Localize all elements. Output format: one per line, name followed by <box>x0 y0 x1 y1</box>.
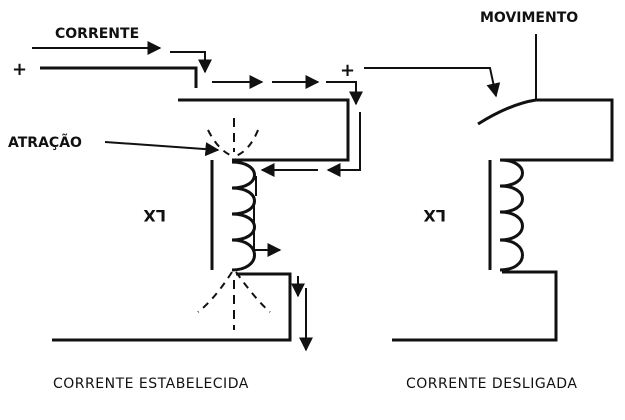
current-label: CORRENTE <box>55 26 139 42</box>
left-frame-wire <box>52 272 292 342</box>
left-supply-wire <box>40 66 198 88</box>
left-coil-label: LX <box>143 206 166 225</box>
left-armature <box>178 98 350 162</box>
left-relay-panel: CORRENTE + ATRAÇÃO LX <box>8 26 363 392</box>
left-plus-sign: + <box>12 59 27 80</box>
motion-label: MOVIMENTO <box>480 10 578 26</box>
right-coil-label: LX <box>423 206 446 225</box>
current-exit-arrow <box>253 196 282 257</box>
flux-line-bottom-right <box>235 271 271 313</box>
right-caption: CORRENTE DESLIGADA <box>406 376 577 392</box>
right-plus-sign: + <box>340 60 355 81</box>
flux-line-top-right <box>235 129 259 157</box>
current-flow-arrow-c <box>326 81 363 106</box>
right-supply-arrow <box>364 67 501 98</box>
right-armature <box>477 98 614 162</box>
right-coil-winding <box>499 158 524 272</box>
current-flow-arrow-d <box>326 112 361 177</box>
right-relay-panel: MOVIMENTO + LX CORRENTE DESLIGADA <box>340 10 614 392</box>
right-frame-wire <box>392 270 558 342</box>
flux-line-bottom-left <box>197 271 233 313</box>
flux-line-top-left <box>207 129 233 157</box>
current-path-arrow-1 <box>170 51 212 74</box>
left-coil-winding <box>231 160 256 272</box>
left-caption: CORRENTE ESTABELECIDA <box>53 376 249 392</box>
attraction-label: ATRAÇÃO <box>8 134 82 151</box>
attraction-arrow <box>104 141 220 157</box>
